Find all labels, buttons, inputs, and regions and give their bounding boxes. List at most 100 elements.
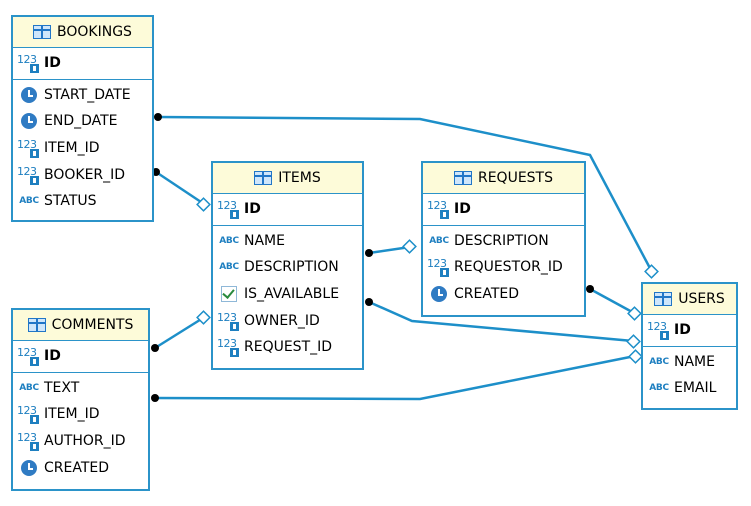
entity-title: ITEMS <box>278 170 321 186</box>
column-row[interactable]: CREATED <box>423 281 584 308</box>
column-name: CREATED <box>44 459 110 476</box>
columns-section: ABC DESCRIPTION 123 REQUESTOR_ID CREATED <box>423 226 584 310</box>
column-row[interactable]: 123 ITEM_ID <box>13 401 148 428</box>
relation-items-users <box>365 298 641 349</box>
numeric-key-icon: 123 <box>17 431 41 452</box>
entity-bookings[interactable]: BOOKINGS 123 ID START_DATE END_DATE 123 … <box>11 15 154 222</box>
relation-end-dot <box>586 285 594 293</box>
clock-icon <box>17 458 41 478</box>
relation-end-dot <box>154 113 162 121</box>
column-row[interactable]: START_DATE <box>13 82 152 109</box>
column-name: DESCRIPTION <box>244 259 339 276</box>
columns-section: START_DATE END_DATE 123 ITEM_ID 123 BOOK… <box>13 80 152 217</box>
column-name: ID <box>674 322 691 339</box>
numeric-key-icon: 123 <box>647 320 671 341</box>
columns-section: ABC NAME ABC DESCRIPTION IS_AVAILABLE 12… <box>213 226 362 363</box>
column-row[interactable]: 123 ID <box>643 317 736 344</box>
table-icon <box>33 25 52 39</box>
column-name: BOOKER_ID <box>44 166 126 183</box>
column-row[interactable]: 123 BOOKER_ID <box>13 161 152 188</box>
column-name: CREATED <box>454 286 520 303</box>
entity-header: REQUESTS <box>423 163 584 194</box>
column-row[interactable]: IS_AVAILABLE <box>213 281 362 308</box>
relation-end-diamond <box>627 306 642 321</box>
clock-icon <box>17 85 41 105</box>
column-name: ID <box>44 55 61 72</box>
column-row[interactable]: ABC TEXT <box>13 375 148 402</box>
pk-section: 123 ID <box>213 194 362 226</box>
abc-text-icon: ABC <box>649 383 669 394</box>
column-name: REQUEST_ID <box>244 339 333 356</box>
column-row[interactable]: 123 REQUESTOR_ID <box>423 254 584 281</box>
abc-text-icon: ABC <box>649 356 669 367</box>
column-row[interactable]: ABC DESCRIPTION <box>423 228 584 255</box>
table-icon <box>654 292 673 306</box>
relation-end-dot <box>365 298 373 306</box>
column-name: ITEM_ID <box>44 406 100 423</box>
column-row[interactable]: ABC NAME <box>643 349 736 376</box>
relation-end-diamond <box>196 197 211 212</box>
numeric-key-icon: 123 <box>17 346 41 367</box>
pk-section: 123 ID <box>423 194 584 226</box>
column-row[interactable]: 123 REQUEST_ID <box>213 334 362 361</box>
column-row[interactable]: 123 OWNER_ID <box>213 307 362 334</box>
relation-comments-users <box>151 349 643 402</box>
column-row[interactable]: ABC NAME <box>213 228 362 255</box>
column-row[interactable]: 123 ID <box>423 196 584 223</box>
column-name: ID <box>454 201 471 218</box>
column-name: NAME <box>674 353 715 370</box>
numeric-key-icon: 123 <box>17 138 41 159</box>
pk-section: 123 ID <box>13 341 148 373</box>
entity-requests[interactable]: REQUESTS 123 ID ABC DESCRIPTION 123 REQU… <box>421 161 586 317</box>
column-row[interactable]: 123 ID <box>13 50 152 77</box>
column-row[interactable]: ABC DESCRIPTION <box>213 254 362 281</box>
entity-items[interactable]: ITEMS 123 ID ABC NAME ABC DESCRIPTION IS… <box>211 161 364 370</box>
table-icon <box>27 318 46 332</box>
relation-items-requests <box>365 239 417 257</box>
column-row[interactable]: 123 ID <box>213 196 362 223</box>
entity-comments[interactable]: COMMENTS 123 ID ABC TEXT 123 ITEM_ID 123… <box>11 308 150 491</box>
entity-title: COMMENTS <box>51 317 134 333</box>
entity-header: COMMENTS <box>13 310 148 341</box>
column-name: EMAIL <box>674 380 717 397</box>
column-row[interactable]: CREATED <box>13 454 148 481</box>
column-row[interactable]: ABC EMAIL <box>643 375 736 402</box>
table-icon <box>453 171 472 185</box>
abc-text-icon: ABC <box>219 262 239 273</box>
column-row[interactable]: END_DATE <box>13 108 152 135</box>
numeric-key-icon: 123 <box>427 199 451 220</box>
clock-icon <box>17 111 41 131</box>
column-name: STATUS <box>44 193 97 210</box>
column-row[interactable]: ABC STATUS <box>13 188 152 215</box>
relation-end-dot <box>151 394 159 402</box>
column-name: REQUESTOR_ID <box>454 259 563 276</box>
column-name: IS_AVAILABLE <box>244 286 340 303</box>
relation-requests-users <box>586 285 642 321</box>
numeric-key-icon: 123 <box>217 199 241 220</box>
clock-icon <box>427 284 451 304</box>
pk-section: 123 ID <box>13 48 152 80</box>
numeric-key-icon: 123 <box>217 337 241 358</box>
entity-users[interactable]: USERS 123 ID ABC NAME ABC EMAIL <box>641 282 738 410</box>
column-row[interactable]: 123 ID <box>13 343 148 370</box>
relation-end-dot <box>365 249 373 257</box>
entity-header: BOOKINGS <box>13 17 152 48</box>
columns-section: ABC NAME ABC EMAIL <box>643 347 736 404</box>
numeric-key-icon: 123 <box>427 257 451 278</box>
abc-text-icon: ABC <box>19 196 39 207</box>
column-row[interactable]: 123 AUTHOR_ID <box>13 428 148 455</box>
entity-title: USERS <box>678 291 725 307</box>
column-name: AUTHOR_ID <box>44 433 126 450</box>
numeric-key-icon: 123 <box>217 311 241 331</box>
column-name: ID <box>44 348 61 365</box>
relation-end-diamond <box>626 334 641 349</box>
numeric-key-icon: 123 <box>17 53 41 74</box>
column-name: DESCRIPTION <box>454 232 549 249</box>
column-name: END_DATE <box>44 113 118 130</box>
entity-title: BOOKINGS <box>57 24 132 40</box>
column-name: OWNER_ID <box>244 312 320 329</box>
column-row[interactable]: 123 ITEM_ID <box>13 135 152 162</box>
column-name: START_DATE <box>44 86 131 103</box>
abc-text-icon: ABC <box>219 235 239 246</box>
